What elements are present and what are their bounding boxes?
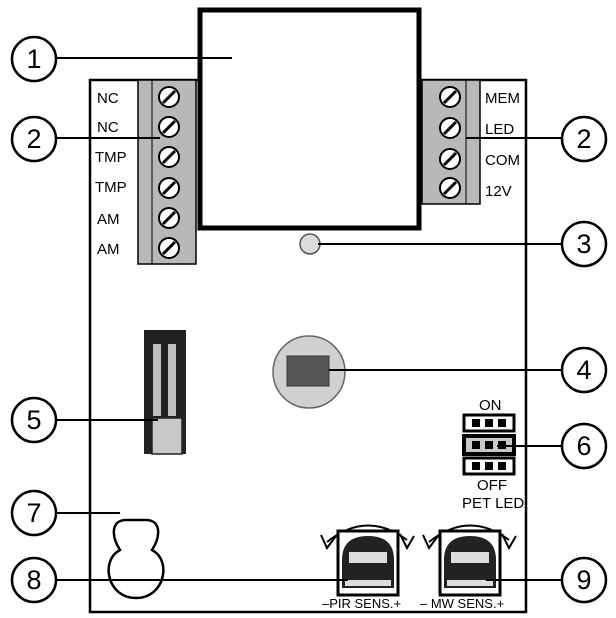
- terminal-label-nc-1: NC: [97, 90, 119, 107]
- callout-1: 1: [26, 44, 41, 74]
- callout-circle-2-right: [560, 115, 608, 163]
- jumper-off-label: OFF: [477, 477, 507, 494]
- callout-3: 3: [576, 229, 591, 259]
- right-terminal-labels: MEM LED COM 12V: [485, 90, 520, 200]
- left-terminal-screw-1: [158, 86, 180, 108]
- right-terminal-block: [421, 79, 481, 205]
- left-terminal-labels: NC NC TMP TMP AM AM: [95, 90, 127, 258]
- terminal-label-12v: 12V: [485, 183, 512, 200]
- jumper-pin: [498, 419, 506, 427]
- right-terminal-screw-1: [439, 86, 461, 108]
- leader-lines: [56, 57, 563, 581]
- terminal-label-mem: MEM: [485, 90, 520, 107]
- jumper-pin: [485, 462, 493, 470]
- terminal-label-tmp-2: TMP: [95, 179, 127, 196]
- right-terminal-screw-3: [439, 148, 461, 170]
- callout-9: 9: [576, 565, 591, 595]
- left-terminal-screw-5: [158, 207, 180, 229]
- terminal-label-nc-2: NC: [97, 119, 119, 136]
- callout-circle-8: [10, 556, 58, 604]
- jumper-pin: [472, 462, 480, 470]
- pet-led-jumper: ON OFF PET LED: [462, 397, 524, 512]
- jumper-pin: [485, 419, 493, 427]
- terminal-label-am-1: AM: [97, 211, 120, 228]
- jumper-on-label: ON: [479, 397, 502, 414]
- callout-circle-3: [560, 220, 608, 268]
- jumper-name-label: PET LED: [462, 495, 524, 512]
- terminal-label-com: COM: [485, 152, 520, 169]
- mw-sens-trimmer: [422, 524, 517, 597]
- left-terminal-screw-6: [158, 237, 180, 259]
- left-terminal-screw-2: [158, 116, 180, 138]
- pir-sensor: [272, 335, 346, 409]
- callout-2-right: 2: [576, 124, 591, 154]
- terminal-label-am-2: AM: [97, 241, 120, 258]
- callout-circle-6: [560, 422, 608, 470]
- jumper-pin: [472, 441, 480, 449]
- left-terminal-screw-3: [158, 146, 180, 168]
- callout-circle-5: [10, 396, 58, 444]
- callout-circle-7: [10, 489, 58, 537]
- pir-sens-label: –PIR SENS.+: [322, 596, 401, 611]
- tamper-switch: [144, 330, 186, 455]
- jumper-pin: [485, 441, 493, 449]
- left-terminal-screw-4: [158, 177, 180, 199]
- callout-2-left: 2: [26, 124, 41, 154]
- led-indicator: [299, 233, 321, 255]
- jumper-pin: [498, 462, 506, 470]
- pir-sens-trimmer: [320, 524, 415, 597]
- callout-circle-2-left: [10, 115, 58, 163]
- callout-circle-1: [10, 35, 58, 83]
- callouts: 1 2 2 3 4 5 6 7 8 9: [10, 35, 608, 604]
- callout-6: 6: [576, 431, 591, 461]
- callout-5: 5: [26, 405, 41, 435]
- mw-sens-label: – MW SENS.+: [420, 596, 504, 611]
- left-terminal-block: [137, 79, 197, 265]
- callout-8: 8: [26, 565, 41, 595]
- keyhole-mount: [107, 518, 165, 600]
- right-terminal-screw-2: [439, 117, 461, 139]
- callout-circle-4: [560, 346, 608, 394]
- callout-4: 4: [576, 355, 591, 385]
- callout-7: 7: [26, 498, 41, 528]
- terminal-label-led: LED: [485, 121, 514, 138]
- callout-circle-9: [560, 556, 608, 604]
- terminal-label-tmp-1: TMP: [95, 149, 127, 166]
- module-box: [197, 7, 422, 231]
- jumper-pin: [472, 419, 480, 427]
- right-terminal-screw-4: [439, 177, 461, 199]
